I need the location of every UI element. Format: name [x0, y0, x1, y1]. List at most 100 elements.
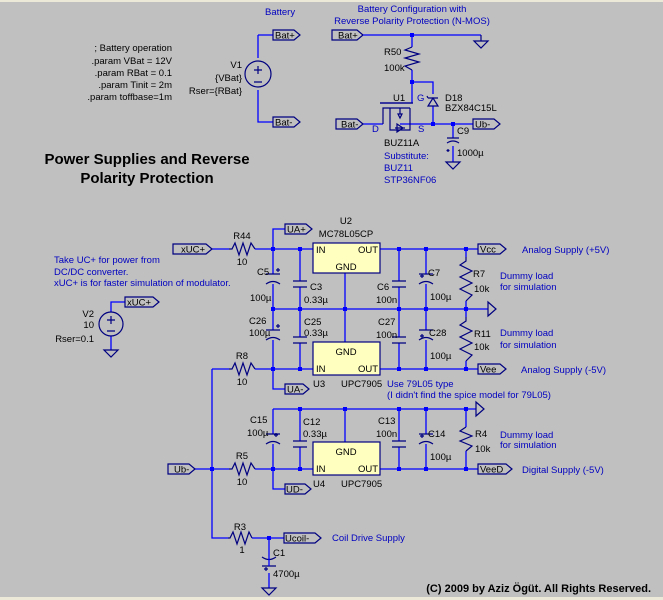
label-dummy-load: Dummy load	[500, 430, 553, 441]
resistor-r8: R8 10	[229, 351, 256, 388]
flag-xuc-plus-v2[interactable]: xUC+	[124, 296, 160, 309]
flag-ud-minus[interactable]: UD-	[284, 483, 312, 496]
svg-text:xUC+: xUC+	[181, 245, 205, 256]
resistor-r4: R4 10k	[458, 426, 491, 455]
v2-ref: V2	[82, 309, 94, 320]
label-coil-drive-supply: Coil Drive Supply	[332, 533, 405, 544]
label-dummy-load: Dummy load	[500, 328, 553, 339]
v2-rser: Rser=0.1	[55, 334, 94, 345]
svg-text:IN: IN	[316, 245, 326, 256]
label-dummy-load-sub: for simulation	[500, 440, 557, 451]
param-block: ; Battery operation .param VBat = 12V .p…	[87, 43, 172, 103]
c9-ref: C9	[457, 126, 469, 137]
flag-bat-minus-2[interactable]: Bat-	[335, 118, 364, 131]
flag-veed[interactable]: VeeD	[477, 463, 513, 476]
flag-bat-plus-2[interactable]: Bat+	[331, 29, 364, 42]
svg-text:R8: R8	[236, 351, 248, 362]
svg-text:R4: R4	[475, 429, 487, 440]
resistor-r5: R5 10	[229, 451, 256, 488]
substitute-label: Substitute:	[384, 151, 429, 162]
param-line: ; Battery operation	[94, 43, 172, 54]
r50-value: 100k	[384, 63, 405, 74]
ground-icon	[472, 35, 490, 49]
svg-text:IN: IN	[316, 364, 326, 375]
svg-text:UA+: UA+	[287, 225, 306, 236]
u1-ref: U1	[393, 93, 405, 104]
resistor-r44: R44 10	[229, 231, 256, 268]
svg-text:10: 10	[237, 477, 248, 488]
svg-text:UPC7905: UPC7905	[341, 379, 382, 390]
svg-text:C15: C15	[250, 415, 267, 426]
svg-text:R44: R44	[233, 231, 250, 242]
flag-bat-minus[interactable]: Bat-	[272, 116, 301, 129]
regulator-wiring	[195, 228, 488, 588]
flag-ub-minus-out[interactable]: Ub-	[472, 118, 501, 131]
svg-text:IN: IN	[316, 464, 326, 475]
capacitor-c14: C14 100µ	[418, 429, 452, 463]
svg-text:C7: C7	[428, 268, 440, 279]
svg-text:OUT: OUT	[358, 464, 378, 475]
svg-text:0.33µ: 0.33µ	[303, 429, 327, 440]
svg-text:MC78L05CP: MC78L05CP	[319, 229, 373, 240]
flag-ub-minus[interactable]: Ub-	[167, 463, 196, 476]
svg-text:UA-: UA-	[287, 385, 303, 396]
svg-text:GND: GND	[335, 447, 356, 458]
svg-text:100µ: 100µ	[430, 351, 452, 362]
mosfet-u1	[380, 102, 413, 134]
flag-ua-minus[interactable]: UA-	[284, 383, 310, 396]
flag-ucoil-minus[interactable]: Ucoil-	[283, 532, 322, 545]
flag-ua-plus[interactable]: UA+	[284, 223, 313, 236]
label-dummy-load-sub: for simulation	[500, 340, 557, 351]
svg-text:10: 10	[237, 257, 248, 268]
flag-xuc-plus[interactable]: xUC+	[172, 243, 213, 256]
reverse-polarity-circuit[interactable]: Battery Configuration with Reverse Polar…	[331, 4, 501, 186]
svg-text:Bat-: Bat-	[275, 118, 292, 129]
ground-icon	[487, 300, 497, 318]
note-79l05-line2: (I didn't find the spice model for 79L05…	[387, 390, 551, 401]
svg-text:1: 1	[239, 545, 244, 556]
svg-text:C14: C14	[428, 429, 445, 440]
source-v2[interactable]: V2 10 Rser=0.1 xUC+	[55, 296, 160, 358]
regulator-u2[interactable]: U2 MC78L05CP IN OUT GND	[312, 216, 381, 274]
svg-text:100µ: 100µ	[247, 428, 269, 439]
svg-text:C6: C6	[377, 282, 389, 293]
junction-dots	[210, 247, 468, 540]
u1-pin-s: S	[418, 124, 424, 135]
label-digital-supply-neg: Digital Supply (-5V)	[522, 465, 604, 476]
svg-text:C25: C25	[304, 317, 321, 328]
svg-text:C13: C13	[378, 416, 395, 427]
svg-text:UD-: UD-	[286, 485, 303, 496]
param-line: .param VBat = 12V	[91, 56, 172, 67]
svg-text:UPC7905: UPC7905	[341, 479, 382, 490]
svg-text:100µ: 100µ	[430, 452, 452, 463]
svg-text:VeeD: VeeD	[480, 465, 503, 476]
capacitor-c26: C26 100µ	[249, 316, 281, 341]
svg-text:C12: C12	[303, 417, 320, 428]
svg-text:100µ: 100µ	[430, 292, 452, 303]
resistor-r50	[402, 46, 422, 71]
param-line: .param Tinit = 2m	[98, 80, 172, 91]
window-bottom-border	[0, 597, 663, 600]
capacitor-c6: C6 100n	[376, 280, 406, 306]
capacitor-c9	[446, 137, 460, 152]
capacitor-c15: C15 100µ	[247, 415, 281, 445]
capacitor-c1: C1 4700µ	[261, 548, 300, 580]
battery-v1[interactable]: Battery V1 {VBat} Rser={RBat} Bat+ Bat-	[189, 7, 301, 129]
svg-text:OUT: OUT	[358, 364, 378, 375]
v1-rser: Rser={RBat}	[189, 86, 242, 97]
u1-pin-g: G	[417, 93, 424, 104]
protection-subtitle: Reverse Polarity Protection (N-MOS)	[334, 16, 490, 27]
svg-text:10k: 10k	[474, 284, 490, 295]
regulator-u4[interactable]: GND IN OUT U4 UPC7905	[312, 441, 382, 490]
voltage-source-icon	[244, 60, 272, 88]
svg-text:100µ: 100µ	[250, 293, 272, 304]
substitute-part: STP36NF06	[384, 175, 436, 186]
protection-title: Battery Configuration with	[358, 4, 467, 15]
flag-vcc[interactable]: Vcc	[477, 243, 507, 256]
regulator-u3[interactable]: GND IN OUT U3 UPC7905	[312, 341, 382, 390]
note-uc-line2: DC/DC converter.	[54, 267, 128, 278]
flag-bat-plus[interactable]: Bat+	[272, 29, 301, 42]
note-uc-line1: Take UC+ for power from	[54, 255, 160, 266]
flag-vee[interactable]: Vee	[477, 363, 507, 376]
